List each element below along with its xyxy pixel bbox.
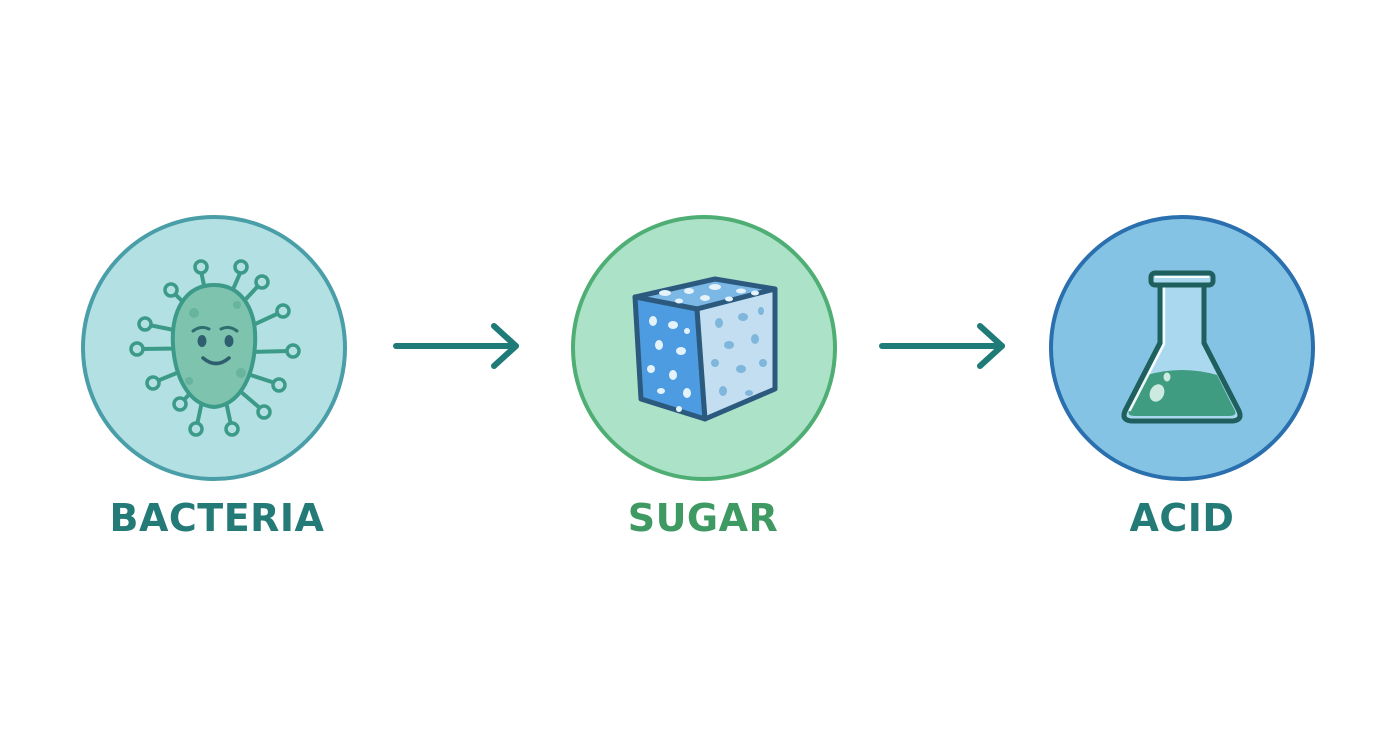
arrow-right-icon [878,316,1010,376]
acid-node [1047,213,1317,483]
sugar-label: SUGAR [627,496,779,540]
sugar-cube-icon [571,215,837,481]
flask-icon [1049,215,1315,481]
arrow-right-icon [392,316,524,376]
bacteria-label: BACTERIA [109,496,325,540]
acid-label: ACID [1129,496,1235,540]
bacteria-icon [81,215,347,481]
bacteria-node [79,213,349,483]
sugar-node [569,213,839,483]
